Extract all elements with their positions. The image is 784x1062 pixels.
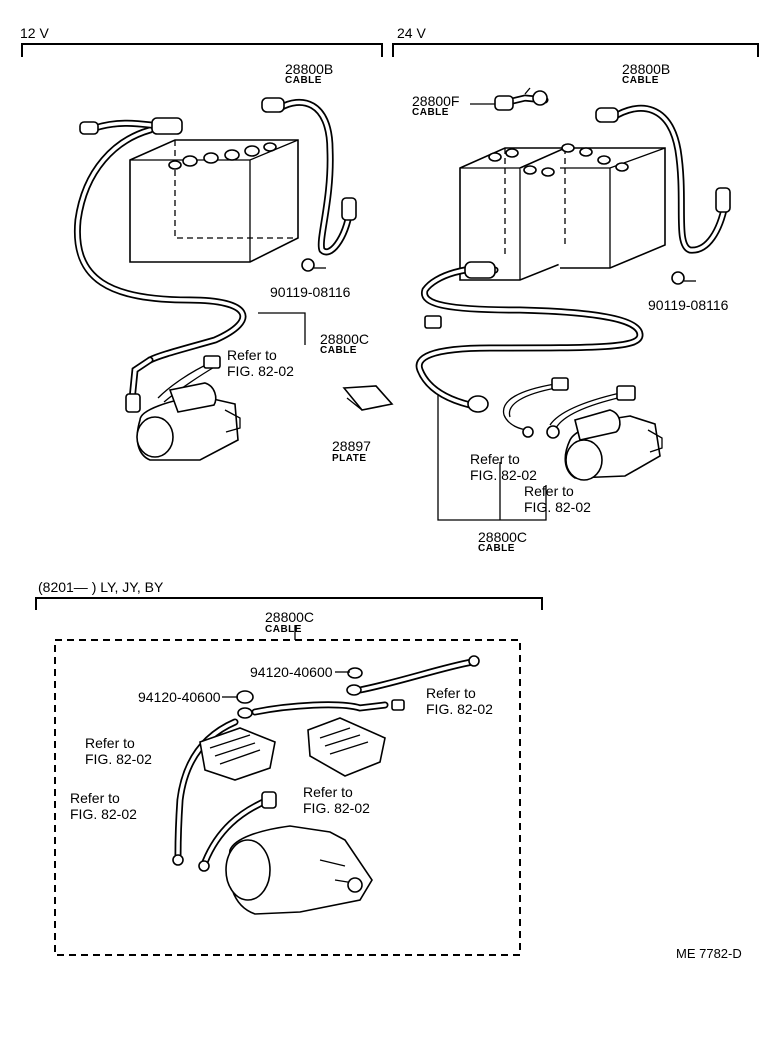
v24-cable-28800F — [494, 87, 549, 111]
label-low-refer-b: Refer to FIG. 82-02 — [85, 735, 152, 767]
v24-title: 24 V — [397, 25, 426, 41]
v12-bolt — [301, 258, 326, 272]
footer-code: ME 7782-D — [676, 946, 742, 961]
label-v24-28800C: 28800C CABLE — [478, 529, 527, 554]
v12-title: 12 V — [20, 25, 49, 41]
v24-section-bracket: 24 V — [392, 25, 759, 57]
svg-text:Refer to: Refer to — [70, 790, 120, 806]
svg-text:28800C: 28800C — [265, 609, 314, 625]
v24-cable-28800C — [415, 261, 644, 439]
v12-cable-28800B — [261, 97, 357, 256]
label-low-nut-a: 94120-40600 — [250, 664, 333, 680]
svg-text:CABLE: CABLE — [285, 75, 322, 86]
plate-28897 — [342, 385, 394, 411]
label-plate-28897: 28897 PLATE — [332, 438, 371, 464]
label-v12-bolt: 90119-08116 — [270, 284, 351, 300]
svg-text:CABLE: CABLE — [320, 345, 357, 356]
svg-text:Refer to: Refer to — [303, 784, 353, 800]
svg-text:CABLE: CABLE — [412, 107, 449, 118]
label-v12-refer: Refer to FIG. 82-02 — [227, 347, 294, 379]
v12-battery — [129, 139, 299, 263]
v24-28800C-leader — [437, 395, 547, 521]
svg-text:FIG. 82-02: FIG. 82-02 — [470, 467, 537, 483]
v24-battery-caps — [488, 143, 629, 177]
svg-text:28897: 28897 — [332, 438, 371, 454]
lower-section-bracket: (8201— ) LY, JY, BY — [35, 579, 543, 610]
label-v24-28800F: 28800F CABLE — [412, 93, 459, 118]
v24-starter-motor — [564, 409, 663, 481]
lower-relay-block-right — [307, 717, 386, 777]
label-low-nut-b: 94120-40600 — [138, 689, 221, 705]
label-low-refer-a: Refer to FIG. 82-02 — [426, 685, 493, 717]
svg-text:FIG. 82-02: FIG. 82-02 — [227, 363, 294, 379]
svg-text:CABLE: CABLE — [265, 624, 302, 635]
v24-bolt — [671, 271, 696, 285]
svg-text:28800C: 28800C — [478, 529, 527, 545]
v12-28800C-leader — [258, 312, 306, 345]
label-v24-28800B: 28800B CABLE — [622, 61, 670, 86]
v12-section-bracket: 12 V — [20, 25, 383, 57]
svg-text:28800B: 28800B — [622, 61, 670, 77]
svg-text:PLATE: PLATE — [332, 453, 367, 464]
lower-title: (8201— ) LY, JY, BY — [38, 579, 164, 595]
v12-starter-motor — [136, 382, 241, 461]
svg-text:Refer to: Refer to — [524, 483, 574, 499]
lower-cables — [172, 655, 480, 872]
svg-text:FIG. 82-02: FIG. 82-02 — [303, 800, 370, 816]
label-v12-28800C: 28800C CABLE — [320, 331, 369, 356]
lower-starter-motor — [225, 825, 373, 915]
svg-text:Refer to: Refer to — [426, 685, 476, 701]
v24-cable-28800B — [595, 104, 731, 254]
svg-text:28800C: 28800C — [320, 331, 369, 347]
label-v24-refer-a: Refer to FIG. 82-02 — [470, 451, 537, 483]
svg-text:FIG. 82-02: FIG. 82-02 — [85, 751, 152, 767]
lower-relay-block-left — [199, 727, 276, 781]
label-low-refer-c: Refer to FIG. 82-02 — [70, 790, 137, 822]
label-v12-28800B: 28800B CABLE — [285, 61, 333, 86]
svg-text:Refer to: Refer to — [227, 347, 277, 363]
label-v24-refer-b: Refer to FIG. 82-02 — [524, 483, 591, 515]
label-v24-bolt: 90119-08116 — [648, 297, 729, 313]
svg-text:Refer to: Refer to — [470, 451, 520, 467]
lower-dashed-box — [54, 639, 521, 956]
label-low-28800C: 28800C CABLE — [265, 609, 314, 635]
svg-text:CABLE: CABLE — [622, 75, 659, 86]
svg-text:FIG. 82-02: FIG. 82-02 — [524, 499, 591, 515]
svg-text:FIG. 82-02: FIG. 82-02 — [426, 701, 493, 717]
label-low-refer-d: Refer to FIG. 82-02 — [303, 784, 370, 816]
v24-battery-right — [488, 143, 666, 269]
svg-text:28800F: 28800F — [412, 93, 459, 109]
svg-text:CABLE: CABLE — [478, 543, 515, 554]
v12-cable-28800C — [73, 117, 247, 413]
v12-battery-caps — [168, 142, 277, 170]
svg-text:FIG. 82-02: FIG. 82-02 — [70, 806, 137, 822]
svg-text:Refer to: Refer to — [85, 735, 135, 751]
svg-text:28800B: 28800B — [285, 61, 333, 77]
